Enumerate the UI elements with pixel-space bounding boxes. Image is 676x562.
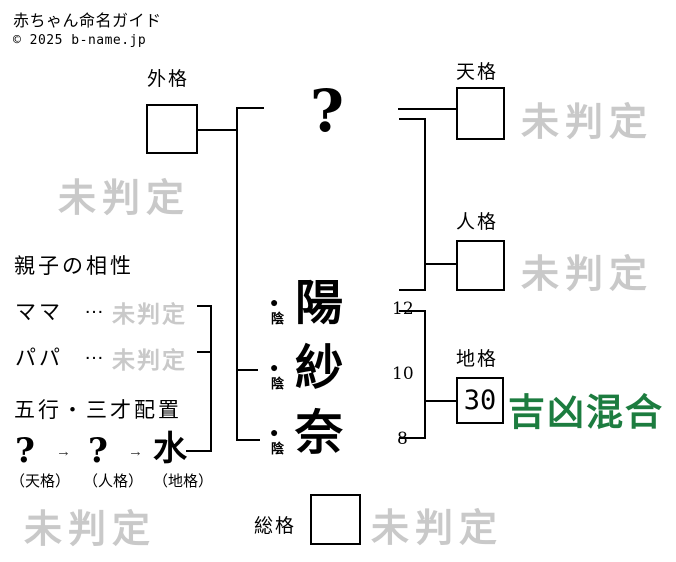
- name-char-3-strokes: 8: [397, 429, 408, 449]
- surname-placeholder: ?: [310, 77, 344, 145]
- mama-result-watermark: 未判定: [112, 301, 187, 328]
- copyright-text: © 2025 b-name.jp: [13, 33, 147, 48]
- connector-jinkaku-bottom: [399, 289, 426, 291]
- connector-papa-stub: [197, 351, 211, 353]
- connector-gaikaku-to-char3: [236, 439, 260, 441]
- gogyo-chikaku-element: 水: [153, 429, 187, 469]
- name-char-2: 紗: [295, 340, 344, 396]
- tenkaku-label: 天格: [456, 62, 499, 83]
- gogyo-arrow-icon: →: [128, 443, 143, 460]
- connector-tenkaku: [398, 108, 456, 110]
- soukaku-result-watermark: 未判定: [371, 505, 504, 550]
- connector-jinkaku-vertical: [424, 118, 426, 291]
- chikaku-result-text: 吉凶混合: [508, 390, 664, 434]
- sansai-result-watermark: 未判定: [24, 506, 157, 551]
- connector-parent-vertical: [210, 305, 212, 452]
- connector-gaikaku-vertical: [236, 107, 238, 441]
- chikaku-box: 30: [456, 377, 504, 424]
- connector-chikaku-bottom: [399, 437, 426, 439]
- yinyang-label: 陰: [271, 441, 285, 456]
- yinyang-dot: ●: [270, 424, 279, 440]
- connector-chikaku-vertical: [424, 310, 426, 439]
- papa-label: パパ: [15, 347, 63, 370]
- soukaku-label: 総格: [254, 516, 297, 537]
- compatibility-heading: 親子の相性: [14, 255, 134, 278]
- papa-result-watermark: 未判定: [112, 347, 187, 374]
- gogyo-tenkaku-element: ?: [15, 431, 35, 471]
- mama-dots: …: [84, 296, 104, 318]
- connector-gaikaku-box: [196, 129, 238, 131]
- connector-gaikaku-to-char2: [236, 369, 258, 371]
- name-char-3: 奈: [295, 405, 344, 461]
- connector-chikaku-box: [424, 400, 456, 402]
- yinyang-label: 陰: [271, 376, 285, 391]
- papa-dots: …: [84, 342, 104, 364]
- yinyang-dot: ●: [270, 359, 279, 375]
- gogyo-heading: 五行・三才配置: [14, 399, 182, 422]
- connector-mama-stub: [197, 305, 211, 307]
- connector-sansai-stub: [186, 450, 212, 452]
- connector-chikaku-top: [399, 310, 426, 312]
- tenkaku-result-watermark: 未判定: [521, 99, 654, 144]
- jinkaku-box: [456, 240, 505, 291]
- gogyo-jinkaku-sublabel: （人格）: [83, 473, 144, 490]
- jinkaku-label: 人格: [456, 212, 499, 233]
- gogyo-arrow-icon: →: [56, 443, 71, 460]
- jinkaku-result-watermark: 未判定: [521, 251, 654, 296]
- connector-jinkaku-box: [424, 263, 456, 265]
- name-char-2-strokes: 10: [392, 364, 414, 384]
- page-title: 赤ちゃん命名ガイド: [13, 13, 162, 30]
- gaikaku-result-watermark: 未判定: [58, 175, 191, 220]
- gogyo-jinkaku-element: ?: [88, 431, 108, 471]
- gaikaku-box: [146, 104, 198, 154]
- yinyang-label: 陰: [271, 311, 285, 326]
- mama-label: ママ: [15, 301, 63, 324]
- gogyo-chikaku-sublabel: （地格）: [153, 473, 214, 490]
- connector-jinkaku-top: [399, 118, 426, 120]
- name-char-1: 陽: [295, 275, 344, 331]
- name-char-1-strokes: 12: [392, 299, 414, 319]
- chikaku-stroke-total: 30: [463, 385, 497, 416]
- chikaku-label: 地格: [456, 349, 499, 370]
- tenkaku-box: [456, 87, 505, 140]
- gaikaku-label: 外格: [147, 69, 190, 90]
- connector-gaikaku-to-surname: [236, 107, 264, 109]
- yinyang-dot: ●: [270, 294, 279, 310]
- soukaku-box: [310, 494, 361, 545]
- gogyo-tenkaku-sublabel: （天格）: [10, 473, 71, 490]
